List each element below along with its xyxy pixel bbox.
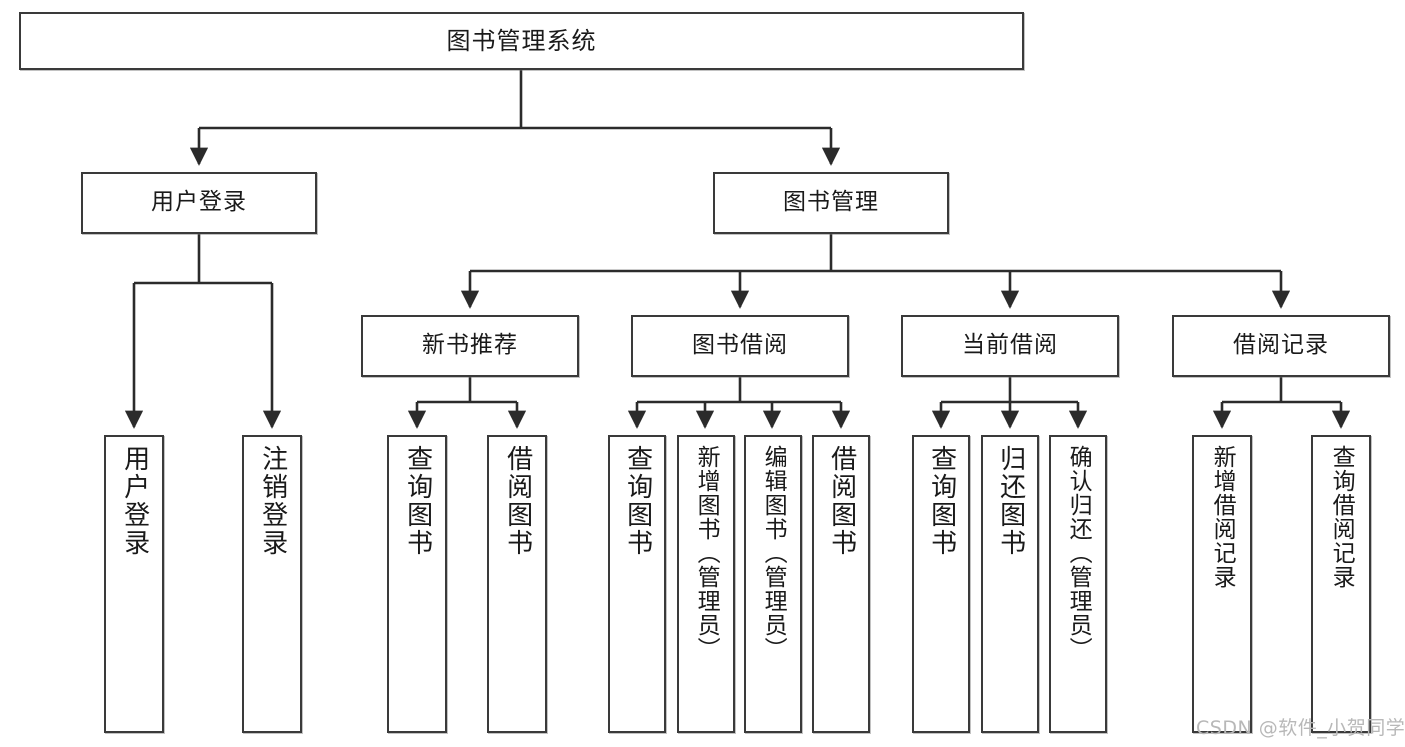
- leaf-borrow-book-2-label: 借阅图书: [826, 445, 857, 557]
- leaf-query-record-label: 查询借阅记录: [1328, 445, 1355, 589]
- leaf-confirm-return-label: 确认归还（管理员）: [1065, 445, 1092, 661]
- node-user-login-label: 用户登录: [151, 189, 247, 216]
- leaf-user-login[interactable]: 用户登录: [104, 435, 164, 733]
- leaf-borrow-book-1-label: 借阅图书: [502, 445, 533, 557]
- leaf-query-book-3-label: 查询图书: [926, 445, 957, 557]
- leaf-query-book-2[interactable]: 查询图书: [608, 435, 666, 733]
- leaf-query-book-2-label: 查询图书: [622, 445, 653, 557]
- watermark: CSDN @软件_小贺同学: [1196, 717, 1405, 739]
- leaf-edit-book-label: 编辑图书（管理员）: [760, 445, 787, 661]
- leaf-query-book-3[interactable]: 查询图书: [912, 435, 970, 733]
- node-new-book-recommend[interactable]: 新书推荐: [361, 315, 579, 377]
- leaf-logout-login-label: 注销登录: [257, 445, 288, 557]
- leaf-add-record-label: 新增借阅记录: [1209, 445, 1236, 589]
- leaf-query-book-1[interactable]: 查询图书: [387, 435, 447, 733]
- node-current-borrow[interactable]: 当前借阅: [901, 315, 1119, 377]
- node-root[interactable]: 图书管理系统: [19, 12, 1024, 70]
- node-borrow-record[interactable]: 借阅记录: [1172, 315, 1390, 377]
- leaf-borrow-book-2[interactable]: 借阅图书: [812, 435, 870, 733]
- leaf-user-login-label: 用户登录: [119, 445, 150, 557]
- leaf-return-book-label: 归还图书: [995, 445, 1026, 557]
- node-book-borrow-label: 图书借阅: [692, 332, 788, 359]
- node-root-label: 图书管理系统: [446, 26, 597, 55]
- node-current-borrow-label: 当前借阅: [962, 332, 1058, 359]
- leaf-query-record[interactable]: 查询借阅记录: [1311, 435, 1371, 733]
- leaf-add-record[interactable]: 新增借阅记录: [1192, 435, 1252, 733]
- leaf-confirm-return[interactable]: 确认归还（管理员）: [1049, 435, 1107, 733]
- node-borrow-record-label: 借阅记录: [1233, 332, 1329, 359]
- leaf-return-book[interactable]: 归还图书: [981, 435, 1039, 733]
- leaf-add-book-label: 新增图书（管理员）: [693, 445, 720, 661]
- leaf-borrow-book-1[interactable]: 借阅图书: [487, 435, 547, 733]
- leaf-logout-login[interactable]: 注销登录: [242, 435, 302, 733]
- leaf-edit-book[interactable]: 编辑图书（管理员）: [744, 435, 802, 733]
- leaf-add-book[interactable]: 新增图书（管理员）: [677, 435, 735, 733]
- node-book-manage[interactable]: 图书管理: [713, 172, 949, 234]
- node-book-borrow[interactable]: 图书借阅: [631, 315, 849, 377]
- node-new-book-recommend-label: 新书推荐: [422, 332, 518, 359]
- leaf-query-book-1-label: 查询图书: [402, 445, 433, 557]
- node-book-manage-label: 图书管理: [783, 189, 879, 216]
- node-user-login[interactable]: 用户登录: [81, 172, 317, 234]
